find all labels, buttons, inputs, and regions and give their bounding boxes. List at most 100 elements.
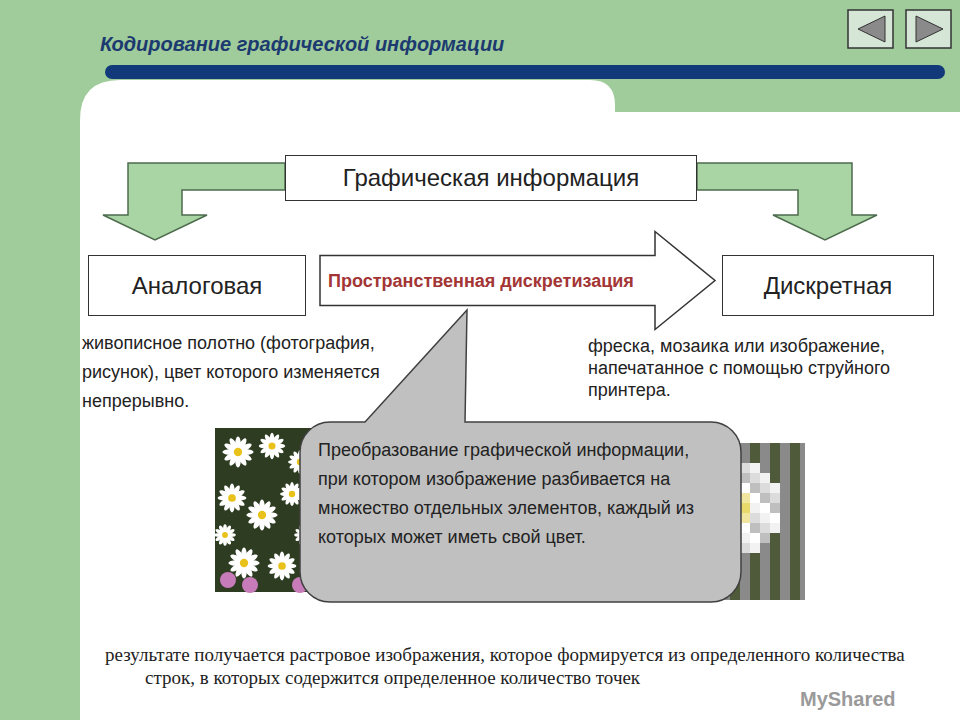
pixel — [800, 533, 805, 543]
pixel — [770, 583, 780, 593]
daisy-center — [228, 494, 236, 502]
pixel — [790, 563, 800, 573]
pixel — [800, 453, 805, 463]
nav-button — [906, 10, 951, 48]
pixel — [750, 443, 760, 453]
pixel — [780, 553, 790, 563]
daisy-center — [289, 491, 295, 497]
pixel — [780, 583, 790, 593]
pixel — [800, 473, 805, 483]
pixel — [770, 553, 780, 563]
pixel — [800, 563, 805, 573]
daisy-center — [278, 562, 286, 570]
pixel — [780, 513, 790, 523]
pixel — [800, 523, 805, 533]
node-text: Аналоговая — [132, 272, 263, 300]
daisy — [222, 436, 253, 467]
edge-label: Пространственная дискретизация — [326, 270, 636, 291]
pixel — [760, 523, 770, 533]
daisy — [214, 524, 236, 546]
pixel — [790, 493, 800, 503]
pink-flower — [242, 577, 258, 593]
white-panel — [80, 80, 960, 720]
callout-bubble: Преобразование графической информации, п… — [300, 422, 741, 602]
pixel — [780, 593, 790, 600]
pixel — [790, 553, 800, 563]
pixel — [760, 563, 770, 573]
pixel — [780, 493, 790, 503]
pixel — [770, 493, 780, 503]
pixel — [740, 583, 750, 593]
pixel — [770, 573, 780, 583]
daisy — [268, 552, 297, 581]
pixel — [790, 523, 800, 533]
pixel — [800, 513, 805, 523]
pixel — [790, 573, 800, 583]
pixel — [790, 583, 800, 593]
pixel — [790, 483, 800, 493]
block-arrow — [320, 232, 715, 330]
pixel — [800, 463, 805, 473]
title-box: Графическая информация — [285, 155, 697, 201]
pixel — [760, 473, 770, 483]
daisy — [228, 547, 259, 578]
node-text: Дискретная — [764, 272, 893, 300]
pixel — [750, 453, 760, 463]
pixel — [770, 483, 780, 493]
pixel — [800, 493, 805, 503]
slide-title: Кодирование графической информации — [100, 33, 504, 56]
pixel — [760, 573, 770, 583]
bent-arrow — [103, 163, 285, 240]
pixel — [790, 543, 800, 553]
pixel — [800, 583, 805, 593]
pixel — [740, 593, 750, 600]
pixel — [780, 503, 790, 513]
nav-triangle — [858, 16, 885, 42]
pixel — [790, 443, 800, 453]
pixel — [760, 453, 770, 463]
node-text: Преобразование графической информации, п… — [318, 436, 723, 552]
pixel — [750, 583, 760, 593]
pixel — [750, 463, 760, 473]
note-text: живописное полотно (фотография, рисунок)… — [82, 329, 382, 416]
pixel — [750, 553, 760, 563]
pixel — [780, 543, 790, 553]
daisy-center — [234, 448, 242, 456]
pixel — [760, 463, 770, 473]
pixel — [750, 473, 760, 483]
pixel — [750, 483, 760, 493]
pixel — [760, 513, 770, 523]
pixel — [780, 463, 790, 473]
nav-triangle — [916, 16, 943, 42]
pixel — [800, 553, 805, 563]
pixel — [780, 443, 790, 453]
pixel — [790, 533, 800, 543]
pixel — [790, 593, 800, 600]
pixel — [780, 453, 790, 463]
pixel — [760, 553, 770, 563]
pixel — [770, 513, 780, 523]
bent-arrow — [697, 163, 877, 240]
pixel — [800, 573, 805, 583]
pixel — [770, 453, 780, 463]
pixel — [790, 463, 800, 473]
daisy — [218, 484, 247, 513]
pixel — [780, 523, 790, 533]
watermark: MyShared — [800, 688, 940, 711]
pixel — [770, 563, 780, 573]
pixel — [750, 573, 760, 583]
pixel — [750, 593, 760, 600]
pixel — [770, 523, 780, 533]
pixel — [780, 473, 790, 483]
pixel — [800, 503, 805, 513]
pixel — [760, 583, 770, 593]
nav-button — [848, 10, 893, 48]
pixel — [760, 443, 770, 453]
pixel — [800, 543, 805, 553]
pixel — [750, 533, 760, 543]
pixel — [760, 593, 770, 600]
node-text: Графическая информация — [343, 164, 639, 192]
pink-flower — [220, 572, 236, 588]
pixel — [790, 453, 800, 463]
